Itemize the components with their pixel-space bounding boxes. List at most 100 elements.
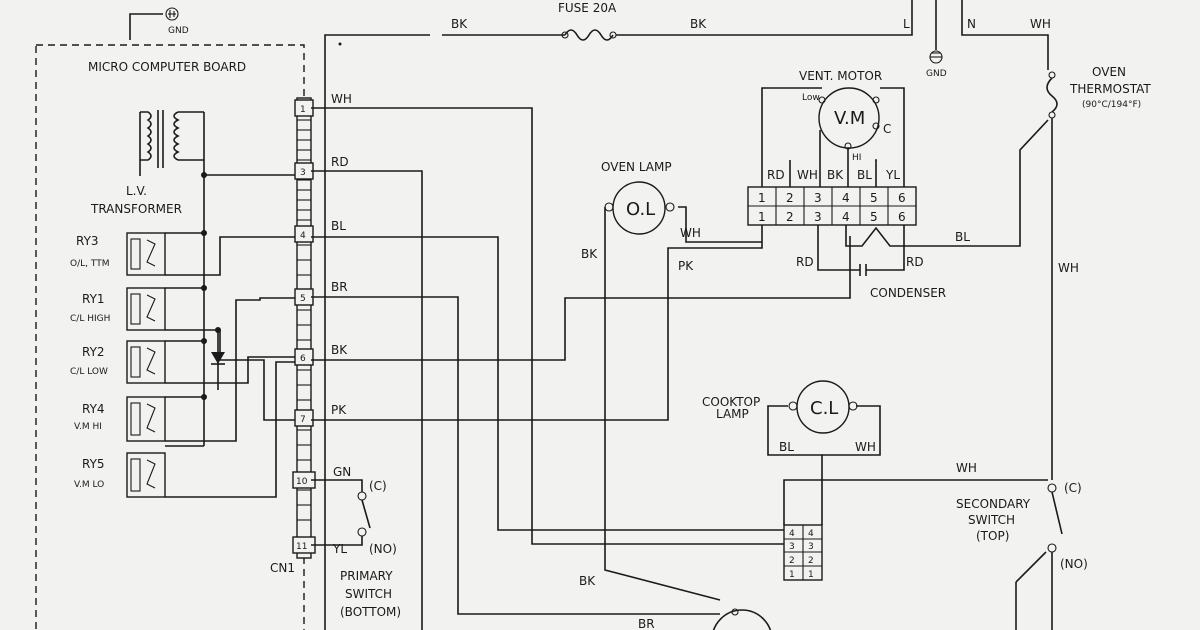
neutral-label: N: [967, 17, 976, 31]
oven-lamp-symbol: O.L: [626, 199, 655, 220]
wire-label: BL: [779, 440, 794, 454]
terminal-block: 1 2 3 4 5 6 1 2 3 4 5 6: [747, 186, 917, 226]
relay-desc: V.M LO: [74, 480, 104, 490]
primary-switch-label-1: PRIMARY: [340, 569, 393, 583]
relay-id: RY1: [82, 292, 105, 306]
vent-motor-hi: HI: [852, 153, 861, 163]
bottom-component-partial: [712, 608, 772, 630]
oven-lamp-title: OVEN LAMP: [601, 160, 672, 174]
pin-label: 11: [296, 542, 307, 552]
wire-label: BK: [451, 17, 468, 31]
wire-label: BK: [581, 247, 598, 261]
wire-label: WH: [1030, 17, 1051, 31]
cooktop-lamp: C.L COOKTOP LAMP: [702, 380, 858, 434]
terminal-label: 6: [898, 191, 906, 205]
relay-ry1: RY1 C/L HIGH: [70, 287, 166, 331]
wire-labels: BK FUSE 20A BK L N WH WH RD BL BR BK PK …: [331, 1, 1151, 630]
lv-transformer: [139, 110, 205, 176]
connector-pin: 3: [789, 542, 795, 552]
ground-label-top: GND: [168, 26, 189, 36]
wire-label: RD: [331, 155, 349, 169]
ground-label-right: GND: [926, 69, 947, 79]
terminal-label: 5: [870, 210, 878, 224]
relay-id: RY3: [76, 234, 99, 248]
terminal-label: 3: [814, 210, 822, 224]
primary-switch-label-3: (BOTTOM): [340, 605, 401, 619]
cooktop-lamp-label-1: COOKTOP: [702, 395, 760, 409]
connector-pin: 4: [808, 529, 814, 539]
fuse-label: FUSE 20A: [558, 1, 617, 15]
wire-label: BK: [331, 343, 348, 357]
terminal-label: 4: [842, 191, 850, 205]
wire-label: BR: [638, 617, 655, 630]
condenser-label: CONDENSER: [870, 286, 946, 300]
cn1-connector: 1 3 4 5 6 7 10 11 CN1: [270, 97, 316, 575]
wire-label: BK: [579, 574, 596, 588]
terminal-label: 6: [898, 210, 906, 224]
pin-label: 6: [300, 354, 306, 364]
wire-label: BL: [857, 168, 872, 182]
pin-label: 10: [296, 477, 308, 487]
thermostat-label-2: THERMOSTAT: [1069, 82, 1151, 96]
wire-label: BL: [955, 230, 970, 244]
switch-c-label: (C): [369, 479, 387, 493]
secondary-switch-label-2: SWITCH: [968, 513, 1015, 527]
wire-label: WH: [855, 440, 876, 454]
cooktop-lamp-label-2: LAMP: [716, 407, 749, 421]
terminal-label: 1: [758, 210, 766, 224]
connector-pin: 1: [808, 570, 814, 580]
switch-no-label: (NO): [1060, 557, 1088, 571]
vent-motor-c: C: [883, 122, 891, 136]
relay-ry5: RY5 V.M LO: [74, 452, 166, 498]
transformer-label-1: L.V.: [126, 184, 147, 198]
wire-label: RD: [906, 255, 924, 269]
relay-bus: [165, 172, 298, 498]
terminal-label: 2: [786, 191, 794, 205]
wire-network: [311, 0, 1063, 630]
ground-symbol-top: GND: [129, 7, 189, 40]
connector-pin: 2: [808, 556, 814, 566]
line-label: L: [903, 17, 910, 31]
cn1-label: CN1: [270, 561, 295, 575]
board-title: MICRO COMPUTER BOARD: [88, 60, 246, 74]
secondary-switch-label-3: (TOP): [976, 529, 1009, 543]
relay-desc: C/L HIGH: [70, 314, 110, 324]
vent-motor-low: Low: [802, 93, 820, 103]
wire-label: WH: [680, 226, 701, 240]
connector-pin: 1: [789, 570, 795, 580]
relay-id: RY5: [82, 457, 105, 471]
relay-ry4: RY4 V.M HI: [74, 396, 166, 442]
switch-no-label: (NO): [369, 542, 397, 556]
terminal-label: 5: [870, 191, 878, 205]
wire-label: WH: [1058, 261, 1079, 275]
pin-label: 3: [300, 168, 306, 178]
connector-pin: 3: [808, 542, 814, 552]
wire-label: BL: [331, 219, 346, 233]
relay-desc: V.M HI: [74, 422, 102, 432]
connector-pin: 2: [789, 556, 795, 566]
vent-motor-symbol: V.M: [834, 108, 865, 129]
relay-ry3: RY3 O/L, TTM: [70, 232, 166, 276]
relay-id: RY4: [82, 402, 105, 416]
terminal-label: 1: [758, 191, 766, 205]
thermostat-rating: (90°C/194°F): [1082, 100, 1141, 110]
oven-lamp: O.L OVEN LAMP: [601, 160, 675, 235]
wire-label: BK: [690, 17, 707, 31]
wire-label: WH: [956, 461, 977, 475]
pin-label: 4: [300, 231, 306, 241]
wire-label: PK: [678, 259, 694, 273]
ground-symbol-right: GND: [926, 50, 947, 79]
micro-computer-board-outline: [35, 44, 305, 630]
terminal-label: 2: [786, 210, 794, 224]
primary-switch-label-2: SWITCH: [345, 587, 392, 601]
pin-label: 5: [300, 294, 306, 304]
relay-id: RY2: [82, 345, 105, 359]
pin-label: 1: [300, 105, 306, 115]
terminal-label: 4: [842, 210, 850, 224]
pin-label: 7: [300, 415, 306, 425]
wire-label: WH: [797, 168, 818, 182]
relay-desc: C/L LOW: [70, 367, 108, 377]
vent-motor-title: VENT. MOTOR: [799, 69, 882, 83]
terminal-label: 3: [814, 191, 822, 205]
